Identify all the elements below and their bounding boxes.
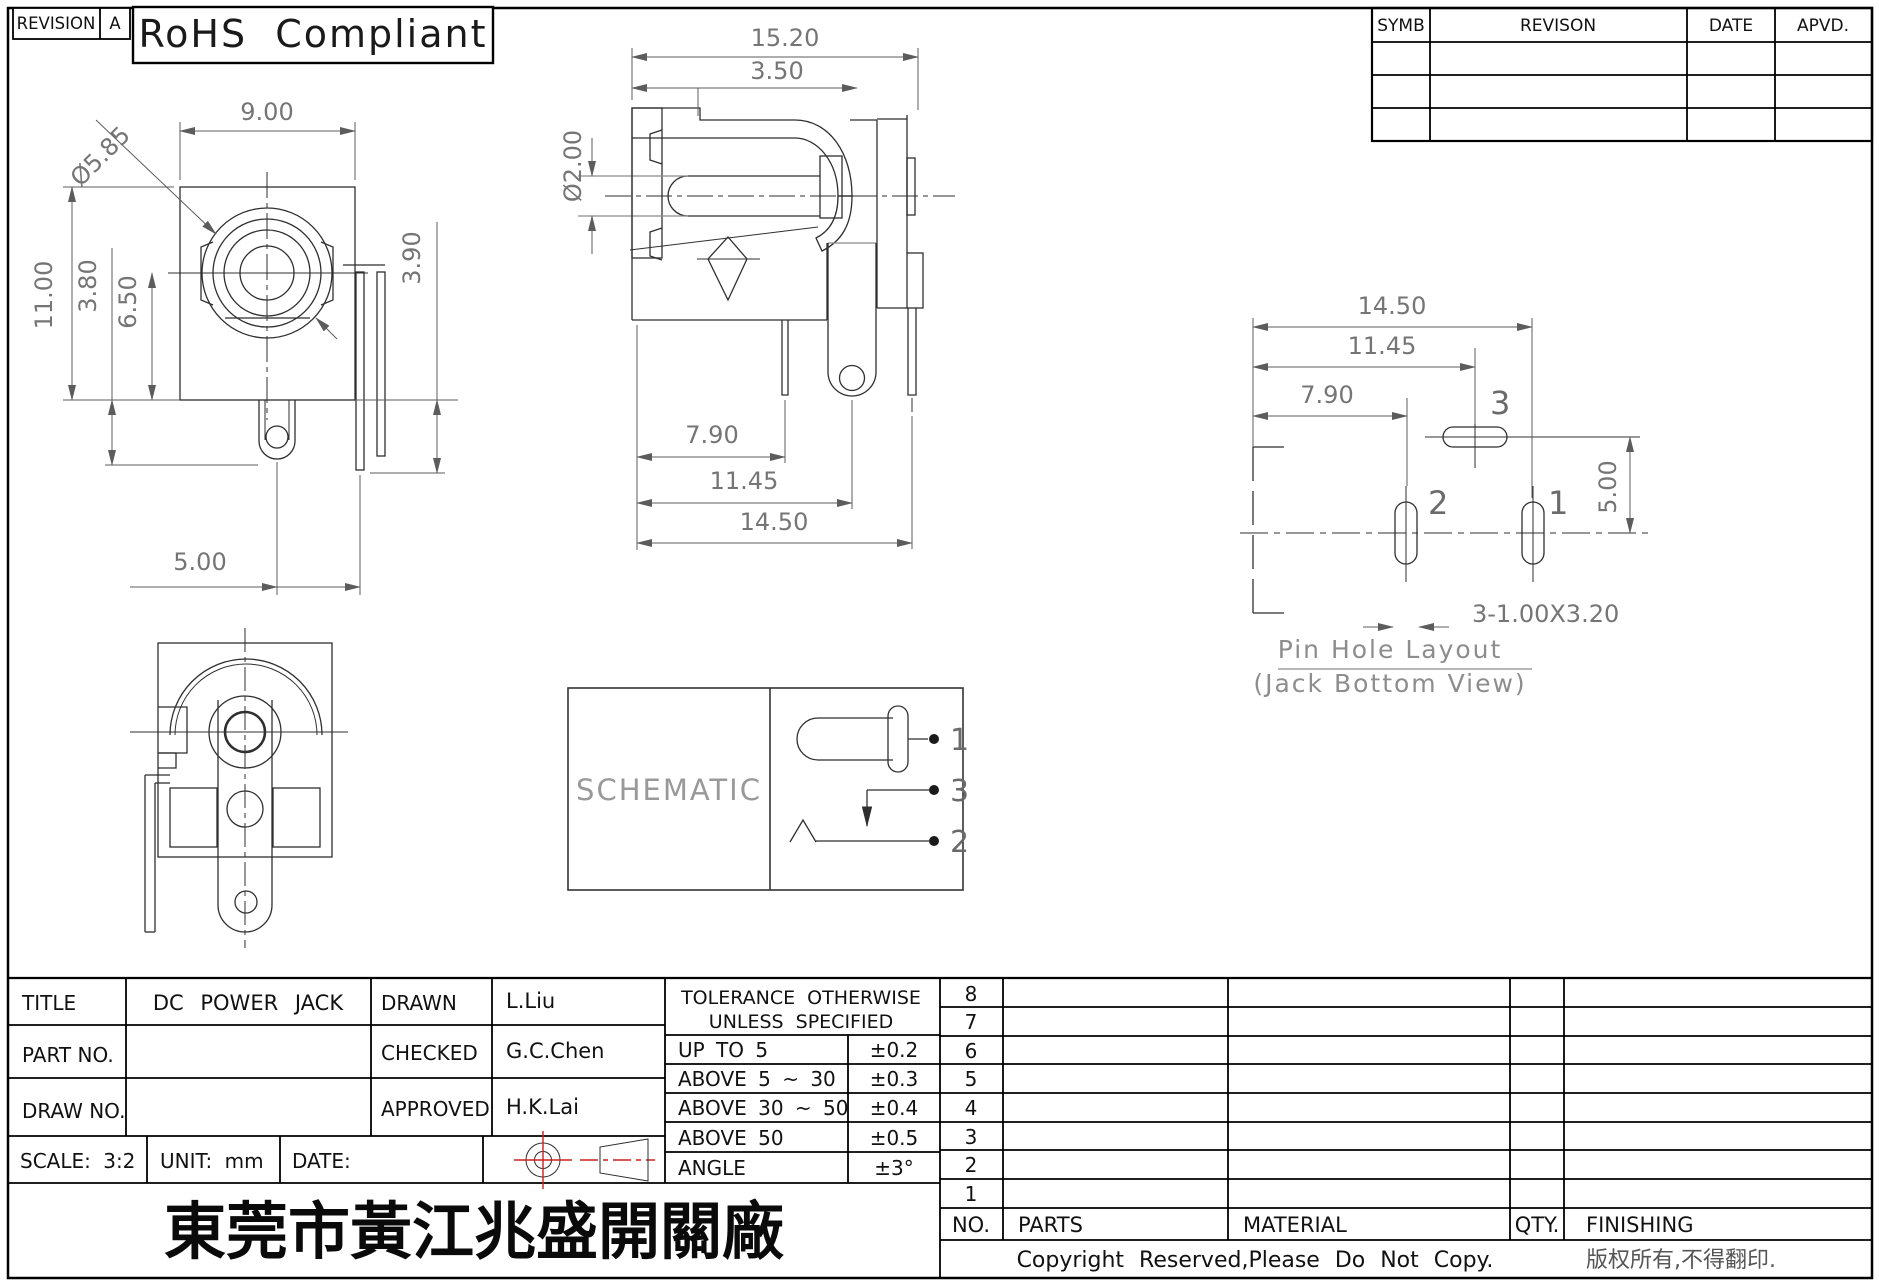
col-material: MATERIAL (1243, 1213, 1347, 1237)
side-view (578, 107, 955, 412)
row-no-5: 5 (965, 1067, 978, 1091)
dim-dia585: Ø5.85 (65, 121, 136, 192)
title-block-text: TITLE DC POWER JACK DRAWN L.Liu PART NO.… (20, 989, 784, 1268)
dim-c1450: 14.50 (1358, 292, 1427, 320)
pin1-label: 1 (1548, 484, 1568, 522)
dim-650: 6.50 (114, 275, 142, 328)
dim-500: 5.00 (173, 548, 226, 576)
tolerance-title-1: TOLERANCE OTHERWISE (680, 987, 921, 1009)
copyright-en: Copyright Reserved,Please Do Not Copy. (1017, 1248, 1494, 1273)
revision-table: SYMB REVISON DATE APVD. (1370, 6, 1874, 143)
dim-c500: 5.00 (1594, 460, 1622, 513)
pin-layout-subtitle: (Jack Bottom View) (1253, 669, 1526, 698)
pin2-label: 2 (1428, 484, 1448, 522)
tol-range-0: UP TO 5 (678, 1038, 768, 1062)
revision-label: REVISION (17, 14, 96, 33)
col-no: NO. (952, 1213, 990, 1237)
row-no-7: 7 (965, 1010, 978, 1034)
pin-hole-layout: 3 2 1 (1240, 384, 1648, 614)
tolerance-title-2: UNLESS SPECIFIED (709, 1011, 893, 1033)
schematic-pin1: 1 (950, 723, 969, 758)
schematic-pin3: 3 (950, 774, 969, 809)
tol-range-2: ABOVE 30 ~ 50 (678, 1096, 849, 1120)
tolerance-table: TOLERANCE OTHERWISE UNLESS SPECIFIED UP … (678, 987, 921, 1180)
parts-table: 8 7 6 5 4 3 2 1 NO. PARTS MATERIAL QTY. … (952, 982, 1776, 1273)
col-parts: PARTS (1018, 1213, 1083, 1237)
checked-value: G.C.Chen (506, 1039, 605, 1063)
checked-label: CHECKED (381, 1041, 478, 1065)
col-apvd: APVD. (1797, 16, 1849, 36)
tol-val-4: ±3° (874, 1156, 913, 1180)
front-view-dimensions: 9.00 Ø5.85 11.00 3.80 6.50 3.90 5.00 (30, 98, 458, 595)
sheet-border (6, 6, 1874, 1280)
pin-layout-title: Pin Hole Layout (1278, 635, 1503, 664)
tol-range-4: ANGLE (678, 1156, 746, 1180)
tol-val-2: ±0.4 (870, 1096, 919, 1120)
rohs-box: RoHS Compliant (131, 5, 495, 65)
dim-9: 9.00 (240, 98, 293, 126)
approved-label: APPROVED (381, 1097, 490, 1121)
tol-val-1: ±0.3 (870, 1067, 919, 1091)
title-block-grid (8, 976, 1872, 1277)
bottom-view (130, 628, 348, 948)
tol-range-3: ABOVE 50 (678, 1126, 784, 1150)
front-view (168, 172, 386, 471)
drawn-value: L.Liu (506, 989, 555, 1013)
row-no-1: 1 (965, 1182, 978, 1206)
side-view-lug (827, 242, 877, 397)
col-revision: REVISON (1520, 16, 1596, 36)
col-symb: SYMB (1377, 16, 1425, 36)
col-qty: QTY. (1515, 1213, 1560, 1237)
company-name: 東莞市黃江兆盛開關廠 (164, 1195, 784, 1268)
schematic-box: SCHEMATIC 1 3 2 (567, 687, 969, 891)
row-no-8: 8 (965, 982, 978, 1006)
approved-value: H.K.Lai (506, 1095, 579, 1119)
row-no-3: 3 (965, 1125, 978, 1149)
unit-value: UNIT: mm (160, 1149, 264, 1173)
row-no-6: 6 (965, 1039, 978, 1063)
draw-no-label: DRAW NO. (22, 1099, 125, 1123)
side-view-terminal-plate (850, 115, 924, 309)
slot-spec: 3-1.00X3.20 (1472, 600, 1619, 628)
pin3-label: 3 (1490, 384, 1510, 422)
scale-value: SCALE: 3:2 (20, 1149, 135, 1173)
dim-1450: 14.50 (740, 508, 809, 536)
dim-380: 3.80 (74, 259, 102, 312)
date-value: DATE: (292, 1149, 351, 1173)
title-label: TITLE (21, 991, 76, 1015)
dim-390: 3.90 (398, 231, 426, 284)
row-no-2: 2 (965, 1153, 978, 1177)
dim-11: 11.00 (30, 261, 58, 330)
row-no-4: 4 (965, 1096, 978, 1120)
part-no-label: PART NO. (22, 1043, 114, 1067)
dim-dia200: Ø2.00 (559, 130, 587, 202)
rohs-text: RoHS Compliant (138, 12, 487, 56)
col-finishing: FINISHING (1586, 1213, 1693, 1237)
revision-flag: REVISION A (12, 7, 131, 40)
side-view-dimensions: 15.20 3.50 Ø2.00 7.90 11.45 14.50 (559, 24, 919, 550)
tol-val-3: ±0.5 (870, 1126, 919, 1150)
side-view-pins (781, 308, 917, 412)
title-value: DC POWER JACK (153, 991, 344, 1015)
dim-790: 7.90 (685, 421, 738, 449)
dim-1145: 11.45 (710, 467, 779, 495)
copyright-zh: 版权所有,不得翻印. (1586, 1248, 1776, 1273)
pin-hole-layout-dimensions: 14.50 11.45 7.90 5.00 3-1.00X3.20 Pin Ho… (1252, 292, 1634, 698)
schematic-label: SCHEMATIC (576, 773, 762, 807)
dim-350: 3.50 (750, 57, 803, 85)
drawn-label: DRAWN (381, 991, 457, 1015)
dim-1520: 15.20 (751, 24, 820, 52)
dim-c790: 7.90 (1300, 381, 1353, 409)
schematic-pin2: 2 (950, 825, 969, 860)
dim-c1145: 11.45 (1348, 332, 1417, 360)
col-date: DATE (1709, 16, 1753, 36)
projection-symbol (514, 1131, 655, 1189)
tol-range-1: ABOVE 5 ~ 30 (678, 1067, 836, 1091)
revision-value: A (109, 14, 121, 33)
tol-val-0: ±0.2 (870, 1038, 919, 1062)
